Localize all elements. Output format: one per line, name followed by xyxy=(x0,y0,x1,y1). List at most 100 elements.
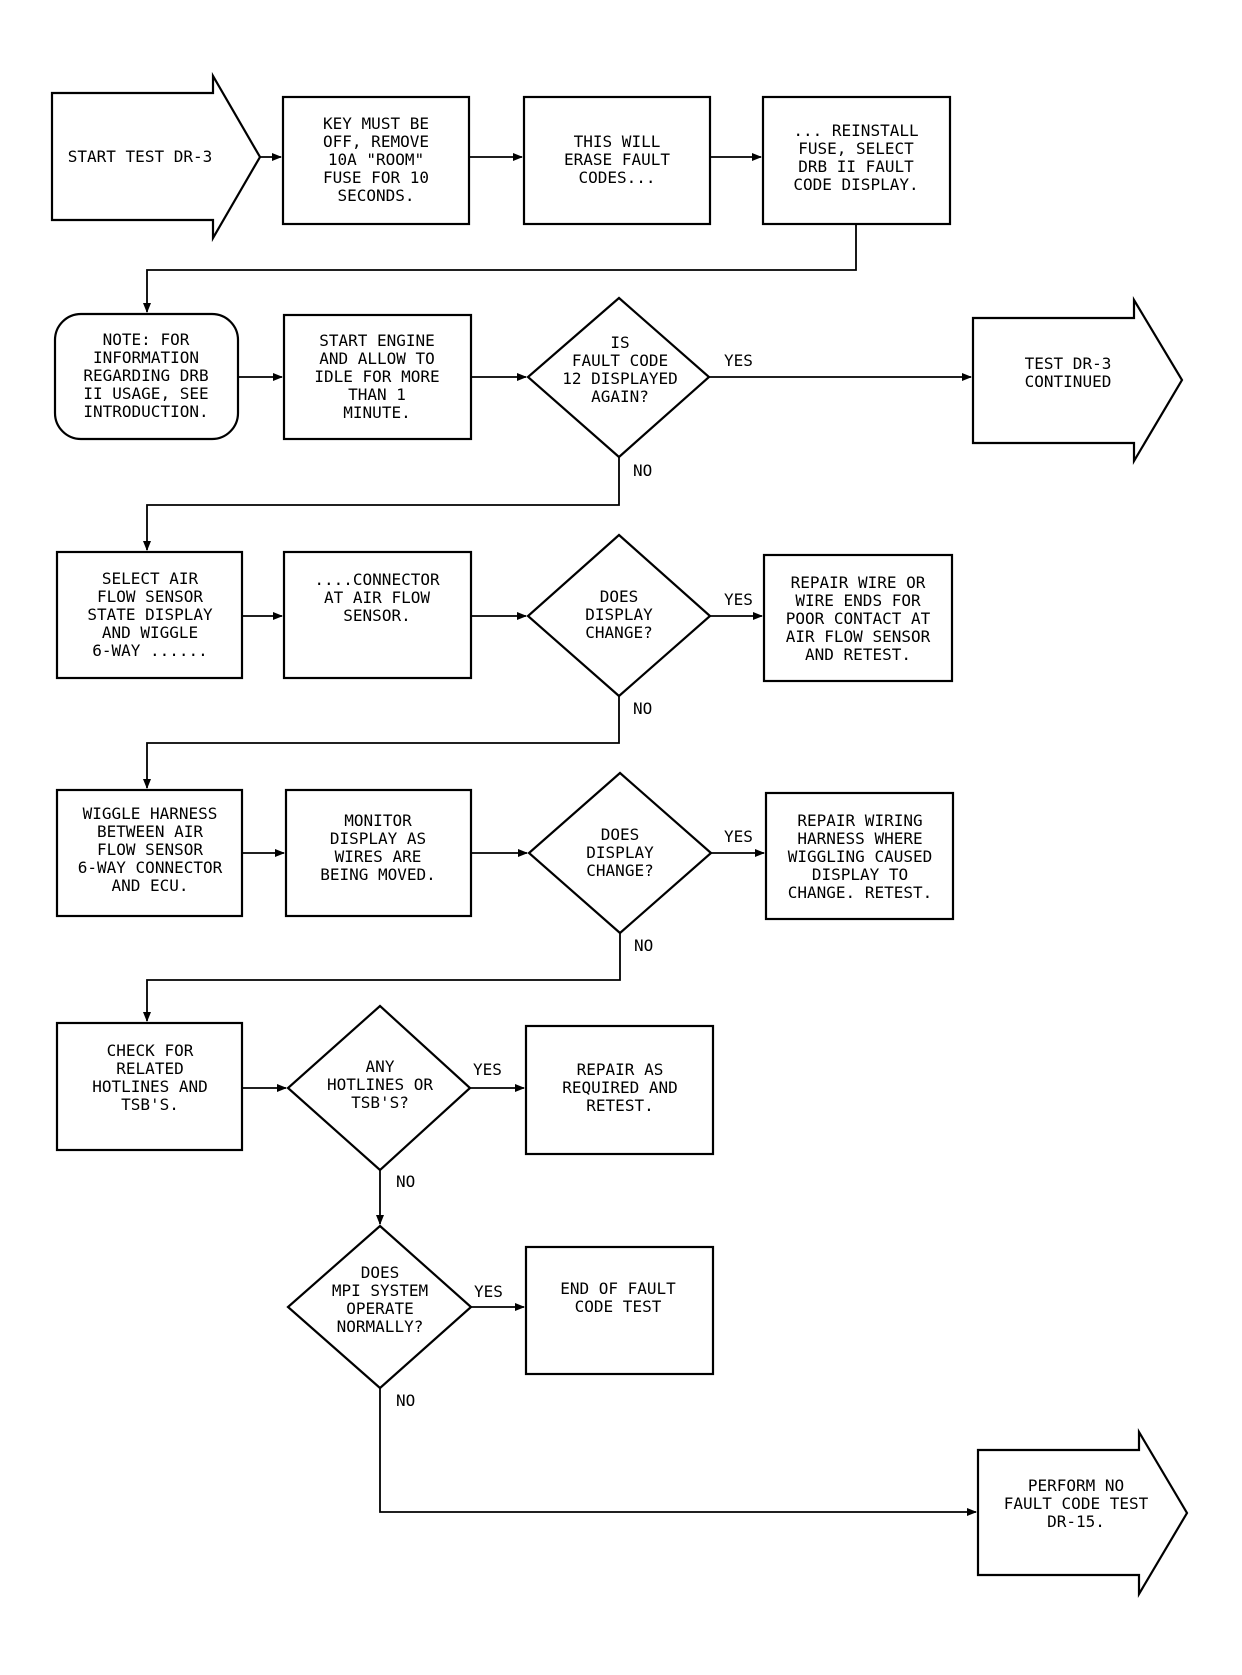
node-text-line: INFORMATION xyxy=(93,348,199,367)
repair-wire-box xyxy=(762,553,954,683)
connector-box xyxy=(282,550,473,680)
node-text-line: AND ALLOW TO xyxy=(319,349,435,368)
select-air-flow-box xyxy=(55,550,244,680)
node-text-line: SELECT AIR xyxy=(102,569,199,588)
repair-required-box xyxy=(524,1024,715,1156)
node-text-line: AT AIR FLOW xyxy=(324,588,430,607)
key-off-box xyxy=(281,95,471,226)
mpi-no-label: NO xyxy=(396,1391,415,1410)
node-text-line: II USAGE, SEE xyxy=(83,384,208,403)
node-text-line: CONTINUED xyxy=(1025,372,1112,391)
node-text-line: FLOW SENSOR xyxy=(97,840,203,859)
node-text-line: OPERATE xyxy=(346,1299,413,1318)
node-text-line: START ENGINE xyxy=(319,331,435,350)
node-text-line: DR-15. xyxy=(1047,1512,1105,1531)
start-text: START TEST DR-3 xyxy=(68,147,213,166)
node-text-line: AND WIGGLE xyxy=(102,623,198,642)
arrow-display1-no-to-wiggle xyxy=(143,696,620,789)
node-text-line: ERASE FAULT xyxy=(564,150,670,169)
display1-no-label: NO xyxy=(633,699,652,718)
node-text-line: CODE TEST xyxy=(575,1297,662,1316)
node-text-line: DRB II FAULT xyxy=(798,157,914,176)
node-text-line: DISPLAY xyxy=(586,843,654,862)
node-text-line: CODES... xyxy=(578,168,655,187)
hotlines-yes-label: YES xyxy=(473,1060,502,1079)
node-text-line: DOES xyxy=(601,825,640,844)
node-text-line: REQUIRED AND xyxy=(562,1078,678,1097)
node-text-line: WIRE ENDS FOR xyxy=(795,591,921,610)
node-text-line: NOTE: FOR xyxy=(103,330,190,349)
arrow-reinstall-to-note xyxy=(143,224,857,313)
node-text-line: STATE DISPLAY xyxy=(87,605,213,624)
node-text-line: HARNESS WHERE xyxy=(797,829,922,848)
display2-yes-label: YES xyxy=(724,827,753,846)
node-text-line: HOTLINES AND xyxy=(92,1077,208,1096)
node-text-line: AND RETEST. xyxy=(805,645,911,664)
node-text-line: 6-WAY CONNECTOR xyxy=(78,858,223,877)
node-text-line: DOES xyxy=(361,1263,400,1282)
node-text-line: DISPLAY AS xyxy=(330,829,426,848)
node-text-line: RETEST. xyxy=(586,1096,653,1115)
node-text-line: FLOW SENSOR xyxy=(97,587,203,606)
node-text-line: CHANGE? xyxy=(586,861,653,880)
arrow-display2-no-to-check xyxy=(143,933,621,1022)
node-text-line: CHANGE? xyxy=(585,623,652,642)
node-text-line: DISPLAY xyxy=(585,605,653,624)
node-text-line: INTRODUCTION. xyxy=(83,402,208,421)
node-text-line: 6-WAY ...... xyxy=(92,641,208,660)
node-text-line: CHANGE. RETEST. xyxy=(788,883,933,902)
node-text-line: RELATED xyxy=(116,1059,183,1078)
repair-harness-box xyxy=(764,791,955,921)
node-text-line: REPAIR WIRE OR xyxy=(791,573,926,592)
node-text-line: SENSOR. xyxy=(343,606,410,625)
node-text-line: SECONDS. xyxy=(337,186,414,205)
node-text-line: TEST DR-3 xyxy=(1025,354,1112,373)
node-text-line: BEING MOVED. xyxy=(320,865,436,884)
node-text-line: MINUTE. xyxy=(343,403,410,422)
node-text-line: ....CONNECTOR xyxy=(314,570,440,589)
node-text-line: START TEST DR-3 xyxy=(68,147,213,166)
node-text-line: AGAIN? xyxy=(591,387,649,406)
node-text-line: OFF, REMOVE xyxy=(323,132,429,151)
node-text-line: REPAIR AS xyxy=(577,1060,664,1079)
node-text-line: 12 DISPLAYED xyxy=(562,369,678,388)
node-text-line: NORMALLY? xyxy=(337,1317,424,1336)
node-text-line: DISPLAY TO xyxy=(812,865,908,884)
node-text-line: FAULT CODE TEST xyxy=(1004,1494,1149,1513)
node-text-line: CODE DISPLAY. xyxy=(793,175,918,194)
node-text-line: TSB'S? xyxy=(351,1093,409,1112)
node-text-line: HOTLINES OR xyxy=(327,1075,433,1094)
node-text-line: IS xyxy=(610,333,629,352)
node-text-line: THIS WILL xyxy=(574,132,661,151)
node-text-line: BETWEEN AIR xyxy=(97,822,203,841)
fault12-no-label: NO xyxy=(633,461,652,480)
wiggle-harness-box xyxy=(55,788,244,918)
node-text-line: WIGGLING CAUSED xyxy=(788,847,933,866)
erase-codes-box xyxy=(522,95,712,226)
mpi-yes-label: YES xyxy=(474,1282,503,1301)
node-text-line: END OF FAULT xyxy=(560,1279,676,1298)
node-text-line: ... REINSTALL xyxy=(793,121,918,140)
node-text-line: THAN 1 xyxy=(348,385,406,404)
hotlines-no-label: NO xyxy=(396,1172,415,1191)
node-text-line: MONITOR xyxy=(344,811,412,830)
